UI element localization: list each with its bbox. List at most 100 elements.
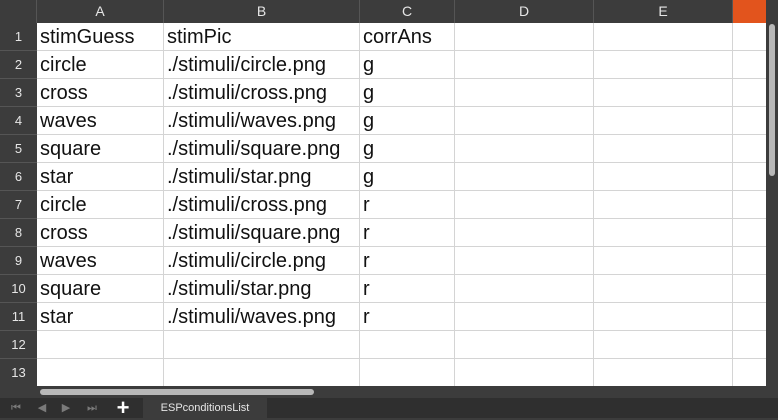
cell-d7[interactable] bbox=[455, 191, 594, 219]
cell-a11[interactable]: star bbox=[37, 303, 164, 331]
row-header-2[interactable]: 2 bbox=[0, 51, 37, 79]
cell-d11[interactable] bbox=[455, 303, 594, 331]
cell-c8[interactable]: r bbox=[360, 219, 455, 247]
cell-f8[interactable] bbox=[733, 219, 766, 247]
first-sheet-icon[interactable]: ⏮ bbox=[11, 402, 21, 414]
cell-d13[interactable] bbox=[455, 359, 594, 386]
cell-f12[interactable] bbox=[733, 331, 766, 359]
cell-a13[interactable] bbox=[37, 359, 164, 386]
column-header-c[interactable]: C bbox=[360, 0, 455, 23]
row-header-9[interactable]: 9 bbox=[0, 247, 37, 275]
cell-e3[interactable] bbox=[594, 79, 733, 107]
column-header-a[interactable]: A bbox=[37, 0, 164, 23]
cell-f5[interactable] bbox=[733, 135, 766, 163]
cell-b12[interactable] bbox=[164, 331, 360, 359]
cell-c2[interactable]: g bbox=[360, 51, 455, 79]
cell-c6[interactable]: g bbox=[360, 163, 455, 191]
cell-e1[interactable] bbox=[594, 23, 733, 51]
cell-f4[interactable] bbox=[733, 107, 766, 135]
cell-c10[interactable]: r bbox=[360, 275, 455, 303]
cell-a5[interactable]: square bbox=[37, 135, 164, 163]
cell-b6[interactable]: ./stimuli/star.png bbox=[164, 163, 360, 191]
cell-d8[interactable] bbox=[455, 219, 594, 247]
cell-f9[interactable] bbox=[733, 247, 766, 275]
cell-c9[interactable]: r bbox=[360, 247, 455, 275]
cell-c4[interactable]: g bbox=[360, 107, 455, 135]
cell-c1[interactable]: corrAns bbox=[360, 23, 455, 51]
cell-a6[interactable]: star bbox=[37, 163, 164, 191]
cell-b4[interactable]: ./stimuli/waves.png bbox=[164, 107, 360, 135]
cell-e2[interactable] bbox=[594, 51, 733, 79]
column-header-b[interactable]: B bbox=[164, 0, 360, 23]
cell-a8[interactable]: cross bbox=[37, 219, 164, 247]
cell-b10[interactable]: ./stimuli/star.png bbox=[164, 275, 360, 303]
cell-c13[interactable] bbox=[360, 359, 455, 386]
cell-e10[interactable] bbox=[594, 275, 733, 303]
row-header-8[interactable]: 8 bbox=[0, 219, 37, 247]
row-header-6[interactable]: 6 bbox=[0, 163, 37, 191]
cell-b11[interactable]: ./stimuli/waves.png bbox=[164, 303, 360, 331]
cell-d1[interactable] bbox=[455, 23, 594, 51]
cell-e7[interactable] bbox=[594, 191, 733, 219]
cell-d6[interactable] bbox=[455, 163, 594, 191]
cell-a4[interactable]: waves bbox=[37, 107, 164, 135]
cell-f7[interactable] bbox=[733, 191, 766, 219]
cell-e12[interactable] bbox=[594, 331, 733, 359]
cell-e9[interactable] bbox=[594, 247, 733, 275]
cell-e6[interactable] bbox=[594, 163, 733, 191]
cell-e8[interactable] bbox=[594, 219, 733, 247]
last-sheet-icon[interactable]: ⏭ bbox=[87, 402, 97, 414]
vertical-scrollbar-thumb[interactable] bbox=[769, 24, 775, 176]
row-header-4[interactable]: 4 bbox=[0, 107, 37, 135]
cell-d12[interactable] bbox=[455, 331, 594, 359]
cell-d10[interactable] bbox=[455, 275, 594, 303]
cell-d5[interactable] bbox=[455, 135, 594, 163]
cell-e4[interactable] bbox=[594, 107, 733, 135]
row-header-5[interactable]: 5 bbox=[0, 135, 37, 163]
cell-f6[interactable] bbox=[733, 163, 766, 191]
row-header-1[interactable]: 1 bbox=[0, 23, 37, 51]
cell-f10[interactable] bbox=[733, 275, 766, 303]
row-header-7[interactable]: 7 bbox=[0, 191, 37, 219]
prev-sheet-icon[interactable]: ◀ bbox=[37, 402, 47, 414]
cell-a9[interactable]: waves bbox=[37, 247, 164, 275]
cell-a10[interactable]: square bbox=[37, 275, 164, 303]
cell-b5[interactable]: ./stimuli/square.png bbox=[164, 135, 360, 163]
cell-d3[interactable] bbox=[455, 79, 594, 107]
row-header-10[interactable]: 10 bbox=[0, 275, 37, 303]
vertical-scrollbar[interactable] bbox=[766, 0, 778, 386]
cell-f11[interactable] bbox=[733, 303, 766, 331]
cell-c12[interactable] bbox=[360, 331, 455, 359]
cell-c7[interactable]: r bbox=[360, 191, 455, 219]
select-all-corner[interactable] bbox=[0, 0, 37, 23]
cell-b8[interactable]: ./stimuli/square.png bbox=[164, 219, 360, 247]
cell-d4[interactable] bbox=[455, 107, 594, 135]
cell-f2[interactable] bbox=[733, 51, 766, 79]
horizontal-scrollbar[interactable] bbox=[0, 386, 778, 398]
cell-f1[interactable] bbox=[733, 23, 766, 51]
cell-d2[interactable] bbox=[455, 51, 594, 79]
cell-b1[interactable]: stimPic bbox=[164, 23, 360, 51]
cell-d9[interactable] bbox=[455, 247, 594, 275]
row-header-11[interactable]: 11 bbox=[0, 303, 37, 331]
row-header-13[interactable]: 13 bbox=[0, 359, 37, 386]
cell-b3[interactable]: ./stimuli/cross.png bbox=[164, 79, 360, 107]
sheet-tab-espconditionslist[interactable]: ESPconditionsList bbox=[143, 398, 267, 418]
cell-f3[interactable] bbox=[733, 79, 766, 107]
column-header-f[interactable] bbox=[733, 0, 766, 23]
row-header-12[interactable]: 12 bbox=[0, 331, 37, 359]
add-sheet-button[interactable]: + bbox=[116, 395, 130, 420]
cell-b9[interactable]: ./stimuli/circle.png bbox=[164, 247, 360, 275]
cell-a12[interactable] bbox=[37, 331, 164, 359]
cell-e11[interactable] bbox=[594, 303, 733, 331]
cell-c3[interactable]: g bbox=[360, 79, 455, 107]
cell-b2[interactable]: ./stimuli/circle.png bbox=[164, 51, 360, 79]
cell-f13[interactable] bbox=[733, 359, 766, 386]
cell-b13[interactable] bbox=[164, 359, 360, 386]
horizontal-scrollbar-thumb[interactable] bbox=[40, 389, 314, 395]
cell-a7[interactable]: circle bbox=[37, 191, 164, 219]
cell-e13[interactable] bbox=[594, 359, 733, 386]
cell-a3[interactable]: cross bbox=[37, 79, 164, 107]
next-sheet-icon[interactable]: ▶ bbox=[61, 402, 71, 414]
